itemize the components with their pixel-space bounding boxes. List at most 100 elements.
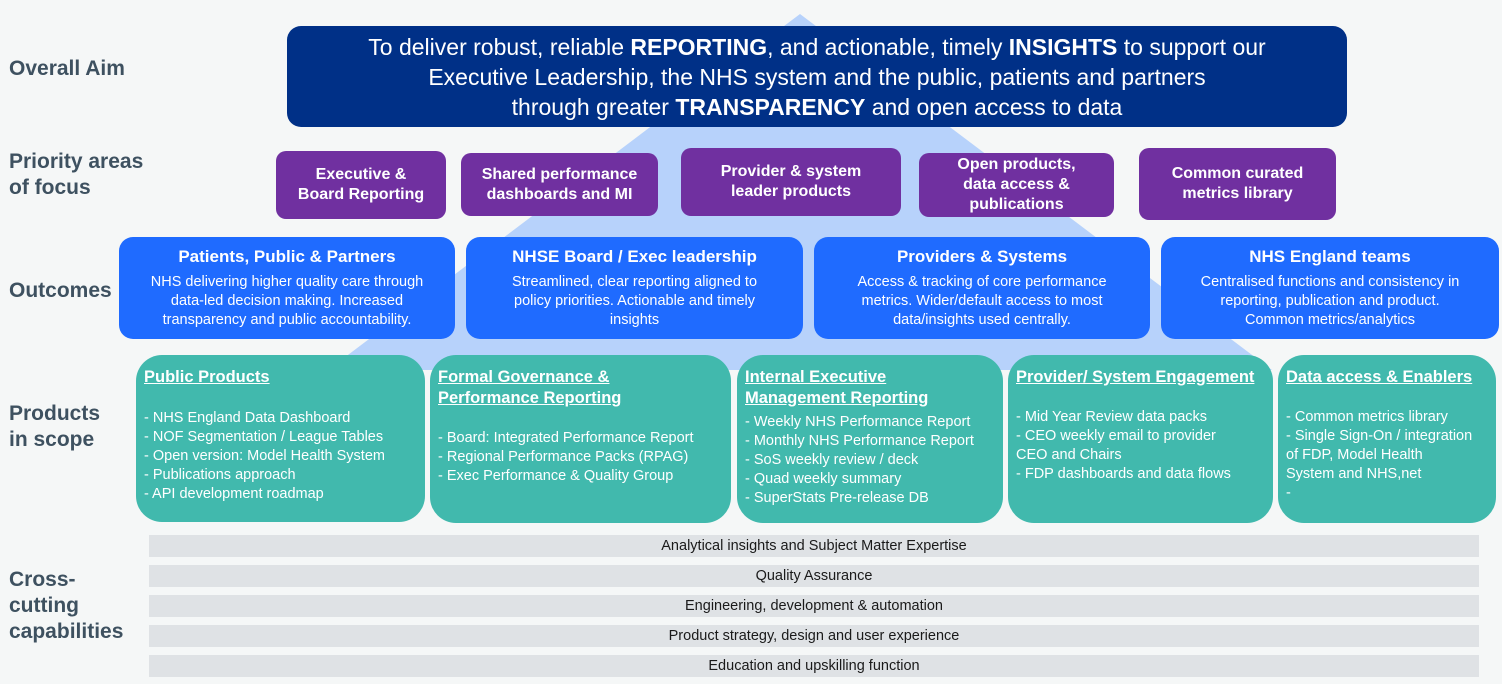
outcome-title: Providers & Systems [896, 247, 1068, 266]
priority-label-line1: Priority areas [9, 150, 144, 173]
priority-text: Common curated [1171, 165, 1304, 182]
outcome-text: data/insights used centrally. [893, 312, 1071, 328]
row-label-cross-cutting: Cross- cutting capabilities [9, 567, 123, 645]
priority-text: leader products [730, 183, 851, 200]
aim-line-2: Executive Leadership, the NHS system and… [428, 64, 1206, 90]
outcome-text: reporting, publication and product. [1220, 293, 1440, 309]
outcome-text: Centralised functions and consistency in [1200, 274, 1460, 290]
product-title: Formal Governance & [438, 368, 610, 386]
capability-bar: Analytical insights and Subject Matter E… [149, 535, 1479, 557]
outcome-text: insights [609, 312, 660, 328]
outcome-box: NHS England teams Centralised functions … [1161, 237, 1499, 339]
product-box-public-products: Public Products - NHS England Data Dashb… [136, 355, 425, 522]
list-item: - Mid Year Review data packs [1016, 409, 1208, 425]
aim-text: to support our [1117, 34, 1266, 60]
outcomes-label: Outcomes [9, 279, 112, 302]
aim-line-3: through greater TRANSPARENCY and open ac… [287, 92, 1347, 122]
list-item: - Monthly NHS Performance Report [745, 433, 974, 449]
outcome-title: NHS England teams [1249, 247, 1411, 266]
products-label-line2: in scope [9, 428, 95, 451]
priority-text: publications [969, 196, 1064, 213]
aim-emphasis-insights: INSIGHTS [1008, 34, 1118, 60]
priority-text: Open products, [957, 156, 1076, 173]
list-item: - Regional Performance Packs (RPAG) [438, 449, 689, 465]
row-label-priority-areas: Priority areas of focus [9, 149, 143, 201]
product-list: - Board: Integrated Performance Report -… [438, 429, 723, 486]
priority-label-line2: of focus [9, 176, 91, 199]
list-item: - Open version: Model Health System [144, 448, 385, 464]
priority-box: Provider & system leader products [681, 148, 901, 216]
product-title: Provider/ System Engagement [1016, 368, 1255, 386]
priority-text: Shared performance [481, 165, 638, 183]
aim-emphasis-transparency: TRANSPARENCY [675, 94, 866, 120]
list-item: of FDP, Model Health [1286, 447, 1423, 463]
outcome-text: transparency and public accountability. [162, 312, 412, 328]
outcome-text: Streamlined, clear reporting aligned to [511, 274, 758, 290]
list-item: - NHS England Data Dashboard [144, 410, 351, 426]
product-title: Public Products [144, 368, 270, 386]
product-title: Management Reporting [745, 389, 929, 407]
aim-text: , and actionable, timely [767, 34, 1009, 60]
product-box-formal-governance: Formal Governance & Performance Reportin… [430, 355, 731, 523]
list-item: - Weekly NHS Performance Report [745, 414, 971, 430]
list-item: CEO and Chairs [1016, 447, 1122, 463]
aim-text: through greater [511, 94, 676, 120]
capability-bar: Quality Assurance [149, 565, 1479, 587]
priority-text: Board Reporting [297, 186, 425, 203]
list-item: - [1286, 485, 1291, 501]
priority-box: Common curated metrics library [1139, 148, 1336, 220]
list-item: - Publications approach [144, 467, 296, 483]
outcome-text: data-led decision making. Increased [170, 293, 404, 309]
list-item: - API development roadmap [144, 486, 324, 502]
product-list: - Mid Year Review data packs - CEO weekl… [1016, 408, 1265, 484]
product-box-internal-executive: Internal Executive Management Reporting … [737, 355, 1003, 523]
aim-line-1: To deliver robust, reliable REPORTING, a… [287, 32, 1347, 62]
priority-text: metrics library [1182, 185, 1293, 202]
outcome-box: Providers & Systems Access & tracking of… [814, 237, 1150, 339]
product-list: - Common metrics library - Single Sign-O… [1286, 408, 1488, 503]
row-label-outcomes: Outcomes [9, 278, 112, 304]
list-item: System and NHS,net [1286, 466, 1422, 482]
outcome-text: Common metrics/analytics [1244, 312, 1415, 328]
capability-bar: Product strategy, design and user experi… [149, 625, 1479, 647]
row-label-products: Products in scope [9, 401, 100, 453]
overall-aim-label: Overall Aim [9, 57, 125, 80]
cross-label-line3: capabilities [9, 620, 124, 643]
outcome-text: NHS delivering higher quality care throu… [150, 274, 424, 290]
list-item: - Single Sign-On / integration [1286, 428, 1473, 444]
row-label-overall-aim: Overall Aim [9, 56, 125, 82]
product-title: Data access & Enablers [1286, 368, 1473, 386]
priority-box: Open products,data access &publications [919, 153, 1114, 217]
products-label-line1: Products [9, 402, 101, 425]
cross-label-line2: cutting [9, 594, 79, 617]
list-item: - SoS weekly review / deck [745, 452, 919, 468]
outcome-text: policy priorities. Actionable and timely [514, 293, 755, 309]
priority-text: Executive & [315, 166, 407, 183]
aim-emphasis-reporting: REPORTING [630, 34, 768, 60]
overall-aim-box: To deliver robust, reliable REPORTING, a… [287, 26, 1347, 127]
priority-box: Executive & Board Reporting [276, 151, 446, 219]
list-item: - Board: Integrated Performance Report [438, 430, 694, 446]
outcome-title: Patients, Public & Partners [178, 247, 396, 266]
product-list: - NHS England Data Dashboard - NOF Segme… [144, 409, 417, 504]
outcome-box: NHSE Board / Exec leadership Streamlined… [466, 237, 803, 339]
list-item: - FDP dashboards and data flows [1016, 466, 1231, 482]
aim-text: To deliver robust, reliable [368, 34, 631, 60]
outcome-text: metrics. Wider/default access to most [861, 293, 1103, 309]
aim-text: and open access to data [865, 94, 1123, 120]
cross-label-line1: Cross- [9, 568, 76, 591]
list-item: - Exec Performance & Quality Group [438, 468, 674, 484]
outcome-title: NHSE Board / Exec leadership [512, 247, 757, 266]
list-item: - SuperStats Pre-release DB [745, 490, 929, 506]
priority-text: dashboards and MI [486, 185, 633, 203]
priority-box: Shared performance dashboards and MI [461, 153, 658, 216]
capability-bar: Engineering, development & automation [149, 595, 1479, 617]
product-box-provider-engagement: Provider/ System Engagement - Mid Year R… [1008, 355, 1273, 523]
priority-text: Provider & system [720, 163, 862, 180]
list-item: - CEO weekly email to provider [1016, 428, 1216, 444]
product-title: Internal Executive [745, 368, 887, 386]
list-item: - Quad weekly summary [745, 471, 902, 487]
product-title: Performance Reporting [438, 389, 622, 407]
outcome-box: Patients, Public & Partners NHS deliveri… [119, 237, 455, 339]
list-item: - NOF Segmentation / League Tables [144, 429, 384, 445]
